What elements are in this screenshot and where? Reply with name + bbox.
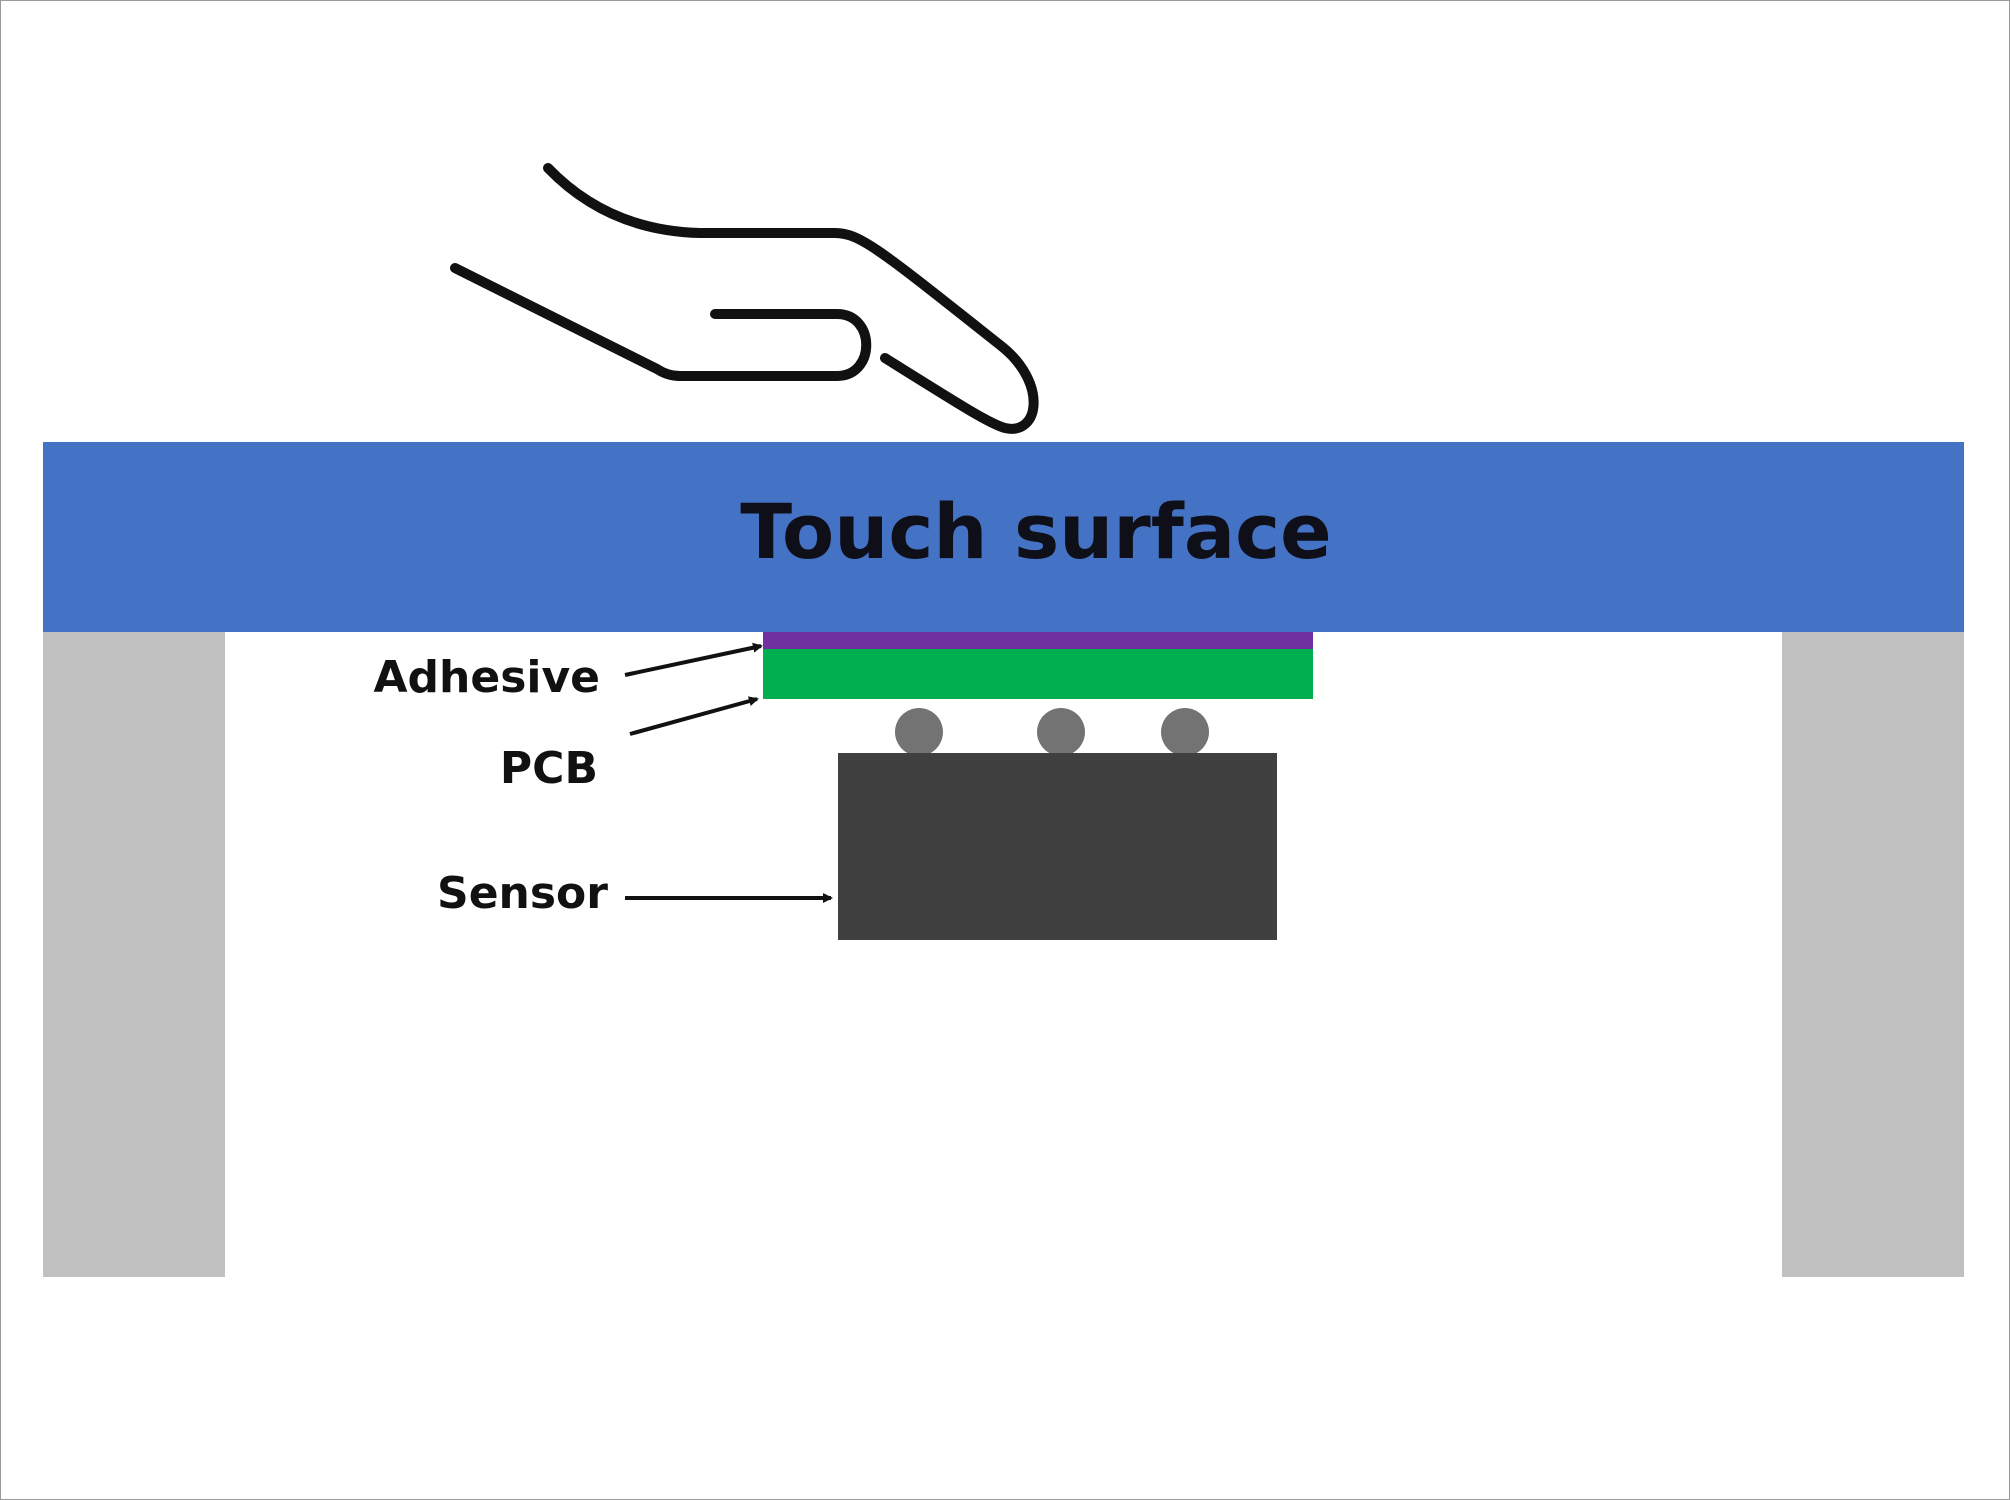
touch-surface — [43, 442, 1964, 632]
adhesive-layer — [763, 632, 1313, 649]
adhesive-arrow — [624, 642, 763, 677]
solder-ball — [895, 708, 943, 756]
sensor-chip — [838, 753, 1277, 940]
adhesive-label: Adhesive — [373, 652, 600, 703]
solder-ball — [1037, 708, 1085, 756]
left-support-leg — [43, 632, 225, 1277]
solder-ball — [1161, 708, 1209, 756]
pcb-board — [763, 649, 1313, 699]
sensor-label: Sensor — [437, 868, 608, 919]
pcb-arrow — [629, 696, 759, 736]
pcb-label: PCB — [500, 743, 598, 794]
hand-icon — [450, 163, 1039, 434]
right-support-leg — [1782, 632, 1964, 1277]
touch-surface-label: Touch surface — [740, 487, 1331, 576]
